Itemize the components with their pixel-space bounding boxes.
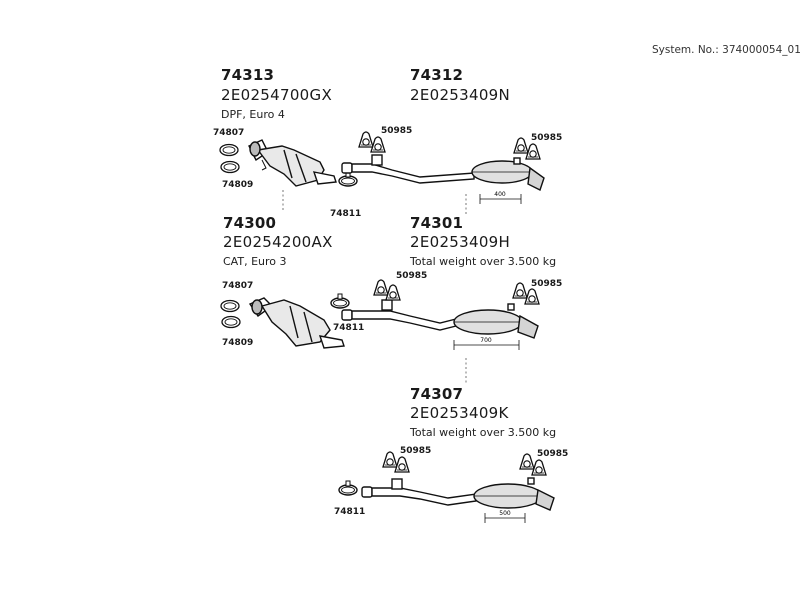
part-number-74307: 74307 [410,385,464,403]
ref-hanger-4: 50985 [531,279,563,289]
hanger-2b [525,143,541,160]
oe-number-74301: 2E0253409H [410,233,511,251]
ref-clamp-2: 74811 [333,323,365,333]
oe-number-74307: 2E0253409K [410,404,509,422]
dimension-74307: 500 [484,510,526,523]
clamp-row2 [330,293,350,309]
ref-hanger-6: 50985 [537,449,569,459]
ref-hanger-2: 50985 [531,133,563,143]
dimension-74301: 700 [453,337,520,350]
hanger-4b [524,288,540,305]
oe-number-74313: 2E0254700GX [221,86,333,104]
part-number-74312: 74312 [410,66,464,84]
dpf-74313 [248,139,337,187]
hanger-6a [519,453,535,470]
hanger-5b [394,456,410,473]
hanger-5a [382,451,398,468]
ref-gasket-1: 74807 [213,128,245,138]
dimension-74312: 400 [479,191,522,204]
system-number: System. No.: 374000054_01 [652,44,800,56]
hanger-6b [531,459,547,476]
clamp-row3 [338,480,358,496]
ref-clamp-1: 74811 [330,209,362,219]
description-74300: CAT, Euro 3 [223,255,287,268]
oe-number-74312: 2E0253409N [410,86,511,104]
gaskets-row2 [220,299,241,329]
pipe-74307 [361,477,555,511]
dimension-label-500: 500 [499,510,511,517]
clamp-row1 [338,171,358,187]
hanger-2a [513,137,529,154]
oe-number-74300: 2E0254200AX [223,233,333,251]
hanger-1b [370,136,386,153]
gaskets-row1 [219,143,240,174]
ref-ring-1: 74809 [222,180,254,190]
part-number-74301: 74301 [410,214,464,232]
ref-clamp-3: 74811 [334,507,366,517]
pipe-74301 [341,299,539,339]
ref-hanger-1: 50985 [381,126,413,136]
hanger-3b [385,284,401,301]
hanger-3a [373,279,389,296]
ref-ring-2: 74809 [222,338,254,348]
cat-74300 [248,297,345,349]
hanger-4a [512,282,528,299]
ref-hanger-3: 50985 [396,271,428,281]
pipe-74312 [341,154,545,191]
ref-gasket-2: 74807 [222,281,254,291]
part-number-74313: 74313 [221,66,275,84]
hanger-1a [358,131,374,148]
description-74307: Total weight over 3.500 kg [410,426,557,439]
dimension-label-400: 400 [494,191,506,198]
description-74301: Total weight over 3.500 kg [410,255,557,268]
description-74313: DPF, Euro 4 [221,108,285,121]
part-number-74300: 74300 [223,214,277,232]
dimension-label-700: 700 [480,337,492,344]
ref-hanger-5: 50985 [400,446,432,456]
connector-lines [282,190,467,384]
